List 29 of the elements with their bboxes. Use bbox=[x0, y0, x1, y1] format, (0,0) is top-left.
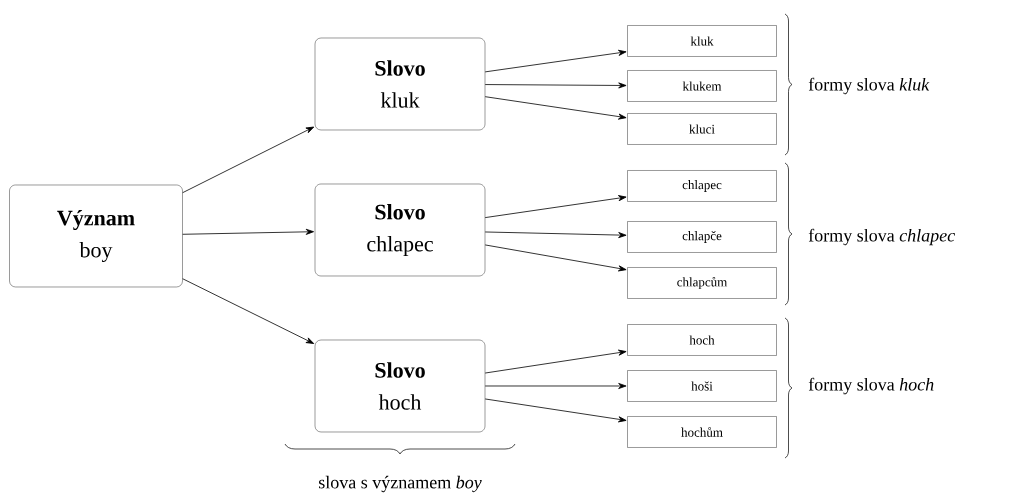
word-form-box: chlapcům bbox=[627, 267, 777, 299]
arrow bbox=[484, 349, 627, 374]
group-label: formy slova kluk bbox=[808, 77, 930, 95]
word-form-box: hoši bbox=[627, 370, 777, 402]
arrow bbox=[484, 244, 627, 272]
group-label: formy slova hoch bbox=[808, 377, 934, 395]
word-form-box: klukem bbox=[627, 70, 777, 102]
word-form-box: hoch bbox=[627, 324, 777, 356]
arrow bbox=[484, 82, 627, 89]
word-box: Význam boy bbox=[9, 184, 183, 288]
arrow bbox=[182, 126, 315, 194]
word-form-box: hochům bbox=[627, 416, 777, 448]
arrow bbox=[484, 49, 627, 73]
word-box: Slovo hoch bbox=[314, 339, 486, 433]
arrow bbox=[484, 398, 627, 423]
word-form-box: kluci bbox=[627, 113, 777, 145]
group-label: slova s významem boy bbox=[319, 475, 482, 493]
arrow bbox=[484, 96, 627, 120]
arrow bbox=[182, 278, 315, 344]
word-form-box: chlapče bbox=[627, 221, 777, 253]
arrow bbox=[182, 228, 314, 235]
arrow bbox=[484, 195, 627, 218]
arrow bbox=[484, 231, 627, 239]
word-box: Slovo chlapec bbox=[314, 183, 486, 277]
arrow bbox=[484, 383, 627, 389]
word-form-box: kluk bbox=[627, 25, 777, 57]
group-label: formy slova chlapec bbox=[808, 228, 955, 246]
word-form-box: chlapec bbox=[627, 170, 777, 202]
word-box: Slovo kluk bbox=[314, 37, 486, 131]
